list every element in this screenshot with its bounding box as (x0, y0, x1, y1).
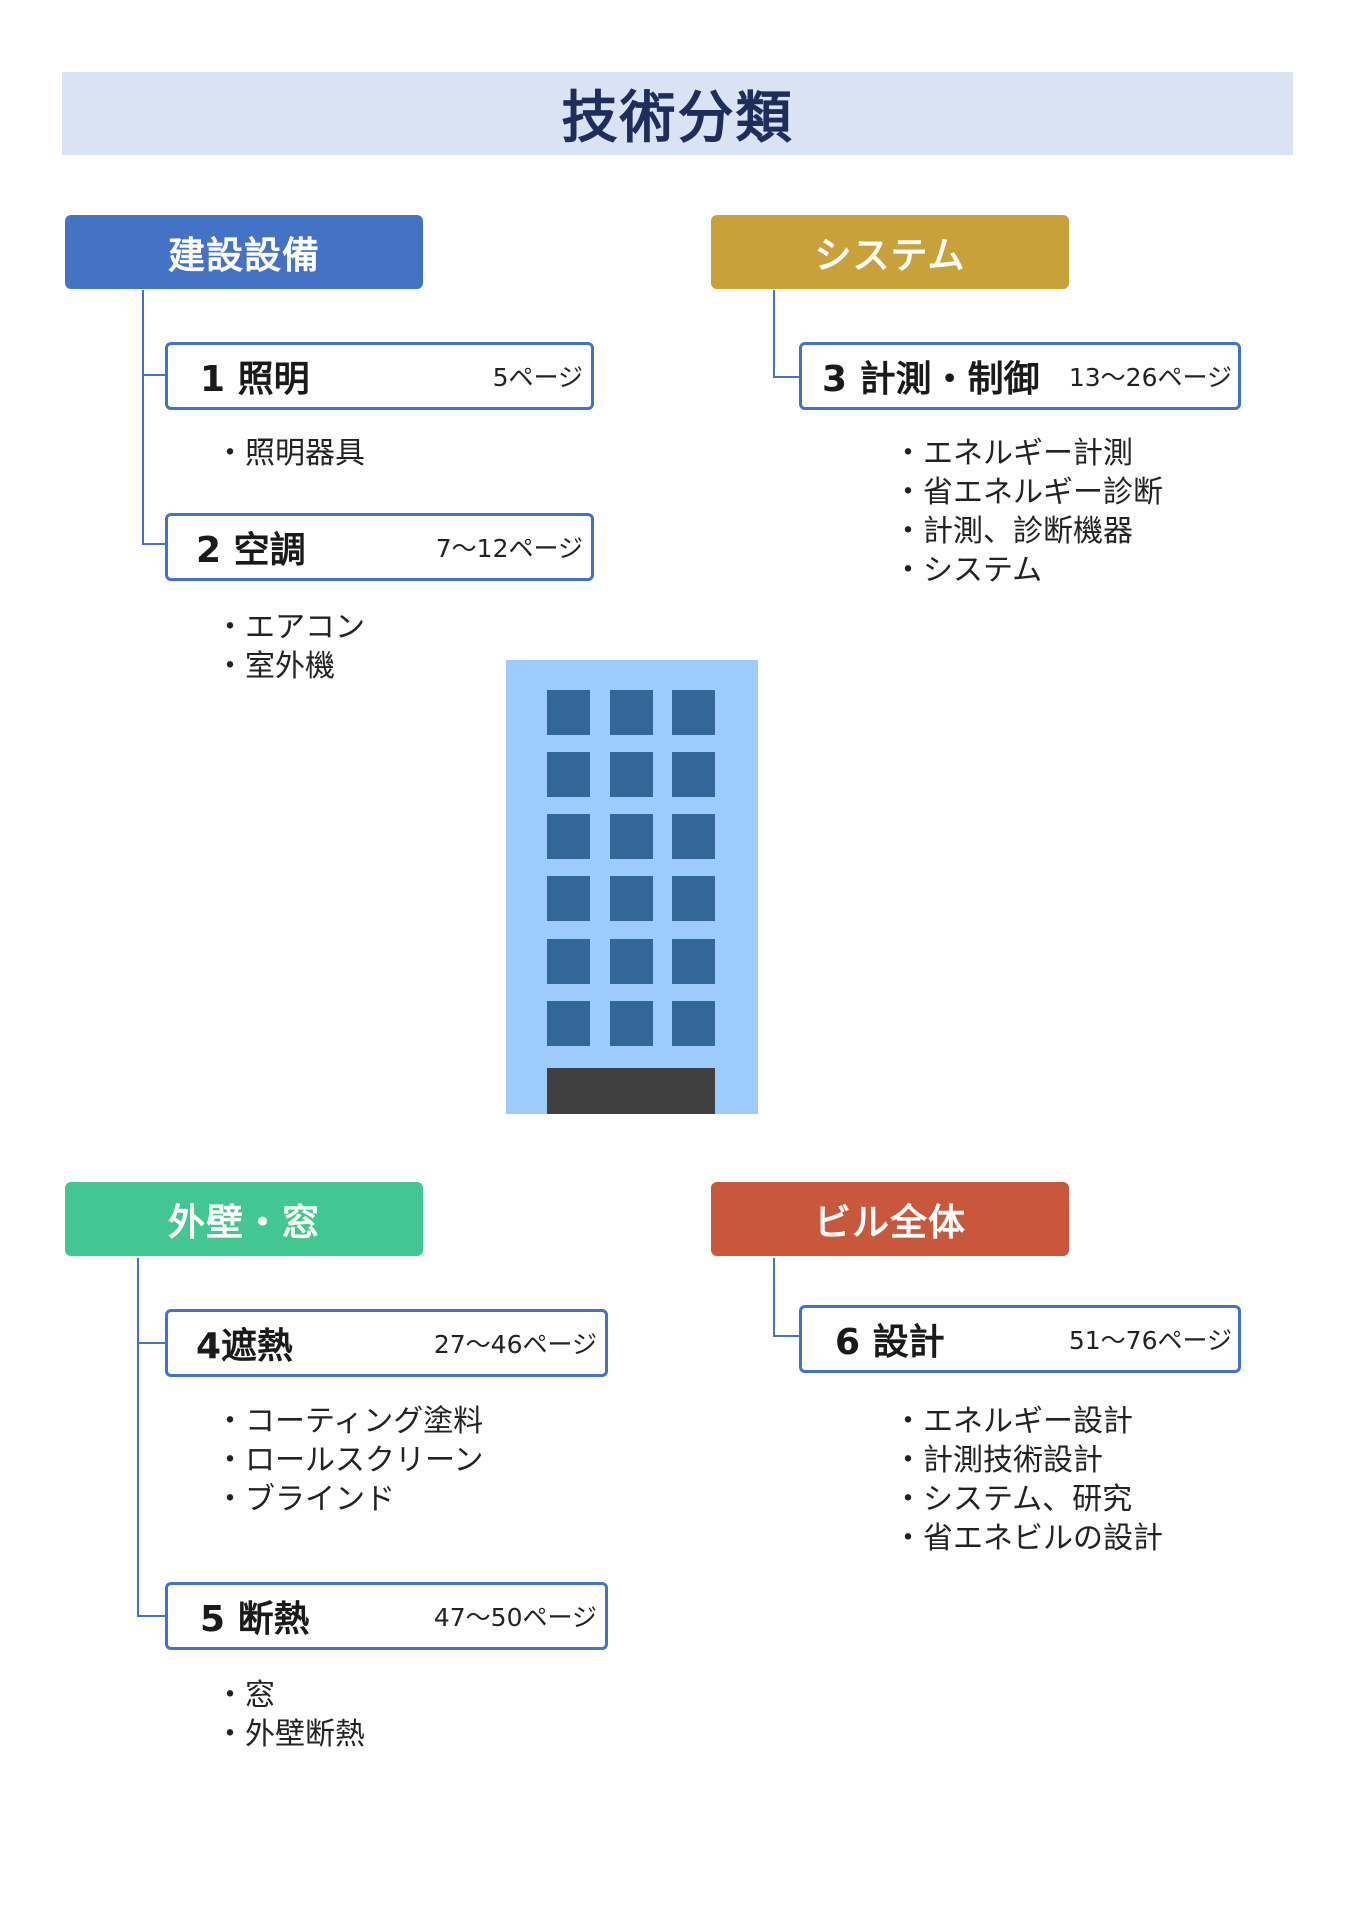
item-name: 4遮熱 (196, 1326, 294, 1367)
category-whole-building: ビル全体 (711, 1182, 1069, 1256)
connector-line (773, 1335, 801, 1337)
list-item: ・外壁断熱 (215, 1717, 365, 1752)
item-box-lighting: 1 照明 5ページ (165, 342, 594, 410)
bullet-list: ・エネルギー計測 ・省エネルギー診断 ・計測、診断機器 ・システム (893, 434, 1163, 590)
list-item: ・システム、研究 (893, 1482, 1133, 1517)
item-name: 6 設計 (835, 1322, 945, 1363)
item-pages: 27～46ページ (433, 1330, 597, 1359)
item-box-measurement-control: 3 計測・制御 13～26ページ (799, 342, 1241, 410)
list-item: ・照明器具 (215, 436, 365, 471)
item-box-design: 6 設計 51～76ページ (799, 1305, 1241, 1373)
list-item: ・室外機 (215, 649, 335, 684)
list-item: ・システム (893, 553, 1043, 588)
connector-line (773, 290, 775, 378)
connector-line (773, 1258, 775, 1337)
item-pages: 5ページ (492, 363, 583, 392)
connector-line (773, 376, 801, 378)
bullet-list: ・窓 ・外壁断熱 (215, 1676, 365, 1754)
list-item: ・省エネビルの設計 (893, 1521, 1163, 1556)
list-item: ・エネルギー設計 (893, 1404, 1133, 1439)
category-label: ビル全体 (814, 1201, 966, 1244)
list-item: ・ロールスクリーン (215, 1443, 484, 1478)
connector-line (137, 1615, 167, 1617)
bullet-list: ・コーティング塗料 ・ロールスクリーン ・ブラインド (215, 1402, 484, 1519)
item-name: 5 断熱 (200, 1599, 310, 1640)
item-box-air-conditioning: 2 空調 7～12ページ (165, 513, 594, 581)
item-name: 1 照明 (200, 359, 310, 400)
item-pages: 47～50ページ (433, 1603, 597, 1632)
item-pages: 51～76ページ (1068, 1326, 1232, 1355)
list-item: ・エネルギー計測 (893, 436, 1133, 471)
page-title: 技術分類 (561, 86, 794, 151)
category-exterior-window: 外壁・窓 (65, 1182, 423, 1256)
list-item: ・計測技術設計 (893, 1443, 1103, 1478)
connector-line (142, 543, 167, 545)
item-pages: 13～26ページ (1068, 363, 1232, 392)
list-item: ・コーティング塗料 (215, 1404, 484, 1439)
item-box-insulation: 5 断熱 47～50ページ (165, 1582, 608, 1650)
list-item: ・窓 (215, 1678, 275, 1713)
connector-line (142, 290, 144, 543)
bullet-list: ・照明器具 (215, 434, 365, 473)
item-box-heat-shield: 4遮熱 27～46ページ (165, 1309, 608, 1377)
list-item: ・計測、診断機器 (893, 514, 1133, 549)
category-system: システム (711, 215, 1069, 289)
bullet-list: ・エネルギー設計 ・計測技術設計 ・システム、研究 ・省エネビルの設計 (893, 1402, 1163, 1558)
connector-line (142, 374, 167, 376)
list-item: ・ブラインド (215, 1482, 395, 1517)
title-banner: 技術分類 (62, 72, 1293, 155)
item-name: 2 空調 (196, 530, 306, 571)
building-door (547, 1068, 715, 1114)
item-name: 3 計測・制御 (822, 359, 1040, 400)
list-item: ・エアコン (215, 610, 365, 645)
bullet-list: ・エアコン ・室外機 (215, 608, 365, 686)
category-label: システム (814, 234, 966, 277)
list-item: ・省エネルギー診断 (893, 475, 1163, 510)
item-pages: 7～12ページ (435, 534, 583, 563)
building-illustration (506, 660, 758, 1114)
connector-line (137, 1342, 167, 1344)
category-building-equipment: 建設設備 (65, 215, 423, 289)
category-label: 建設設備 (168, 234, 320, 277)
category-label: 外壁・窓 (168, 1201, 320, 1244)
connector-line (137, 1258, 139, 1616)
